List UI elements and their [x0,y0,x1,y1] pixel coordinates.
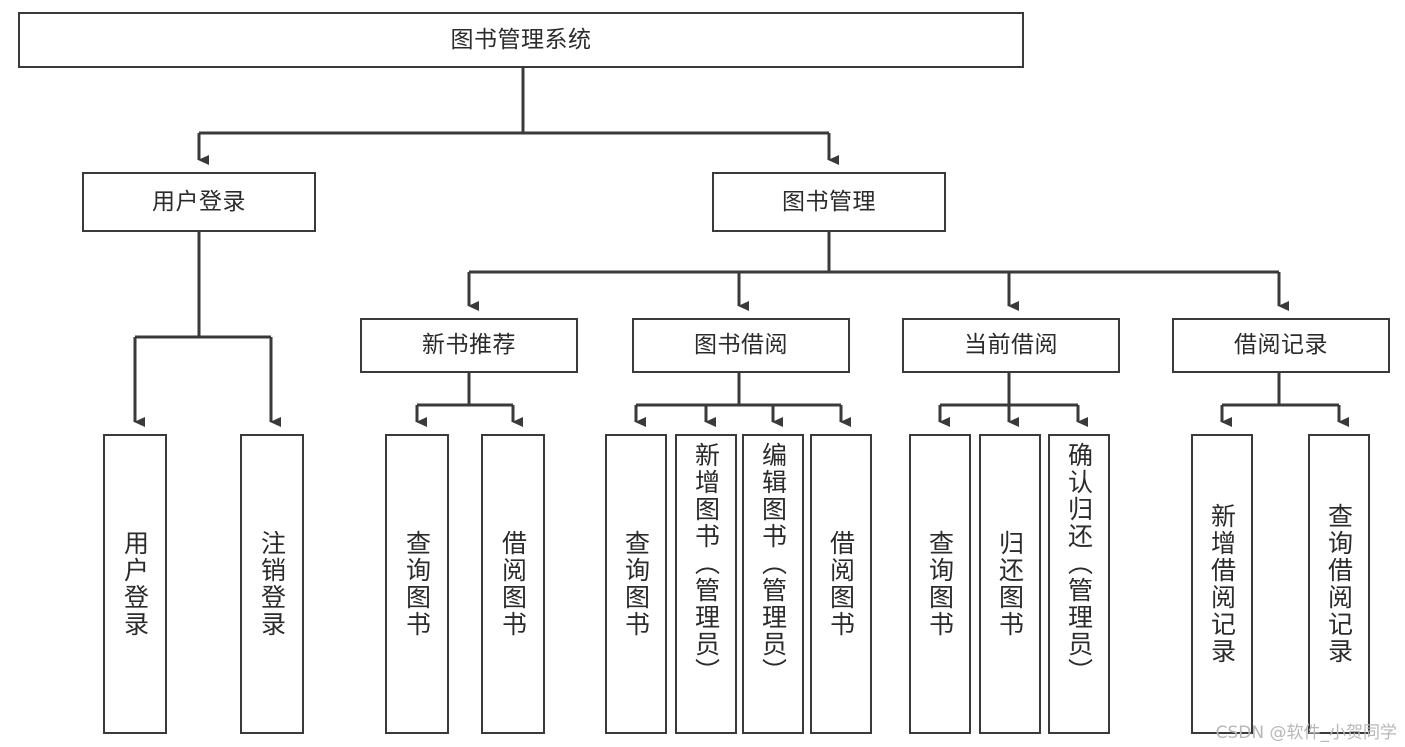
node-label: 注销登录 [257,530,287,638]
leaf-confirm-return-admin[interactable]: 确认归还（管理员） [1048,434,1110,734]
node-new-book-recommendation[interactable]: 新书推荐 [360,318,578,373]
node-book-borrow[interactable]: 图书借阅 [632,318,850,373]
node-label: 图书管理 [782,188,876,215]
node-label: 新增借阅记录 [1207,503,1237,665]
leaf-borrow-books-recommend[interactable]: 借阅图书 [481,434,545,734]
node-label: 借阅图书 [498,530,528,638]
node-label: 用户登录 [152,188,246,215]
node-borrow-records[interactable]: 借阅记录 [1172,318,1390,373]
leaf-user-login[interactable]: 用户登录 [103,434,167,734]
leaf-add-book-admin[interactable]: 新增图书（管理员） [675,434,737,734]
node-label: 新书推荐 [422,332,516,359]
node-label: 借阅记录 [1234,332,1328,359]
leaf-add-borrow-record[interactable]: 新增借阅记录 [1191,434,1253,734]
node-label: 查询图书 [621,530,651,638]
node-label: 图书借阅 [694,332,788,359]
leaf-query-books-recommend[interactable]: 查询图书 [385,434,449,734]
node-label: 确认归还（管理员） [1064,442,1094,685]
node-label: 图书管理系统 [450,26,592,53]
node-label: 查询借阅记录 [1324,503,1354,665]
node-root-book-management-system[interactable]: 图书管理系统 [18,12,1024,68]
node-label: 借阅图书 [826,530,856,638]
node-label: 新增图书（管理员） [691,442,721,685]
node-book-management[interactable]: 图书管理 [712,172,946,232]
leaf-edit-book-admin[interactable]: 编辑图书（管理员） [742,434,804,734]
node-label: 编辑图书（管理员） [758,442,788,685]
node-label: 当前借阅 [964,332,1058,359]
node-label: 查询图书 [925,530,955,638]
leaf-return-books[interactable]: 归还图书 [979,434,1041,734]
node-label: 用户登录 [120,530,150,638]
leaf-query-borrow-record[interactable]: 查询借阅记录 [1308,434,1370,734]
leaf-logout[interactable]: 注销登录 [240,434,304,734]
node-user-login[interactable]: 用户登录 [82,172,316,232]
csdn-watermark: CSDN @软件_小贺同学 [1215,723,1397,743]
leaf-query-books-current[interactable]: 查询图书 [909,434,971,734]
node-label: 归还图书 [995,530,1025,638]
leaf-query-books-borrow[interactable]: 查询图书 [605,434,667,734]
leaf-borrow-books[interactable]: 借阅图书 [810,434,872,734]
node-label: 查询图书 [402,530,432,638]
node-current-borrow[interactable]: 当前借阅 [902,318,1120,373]
